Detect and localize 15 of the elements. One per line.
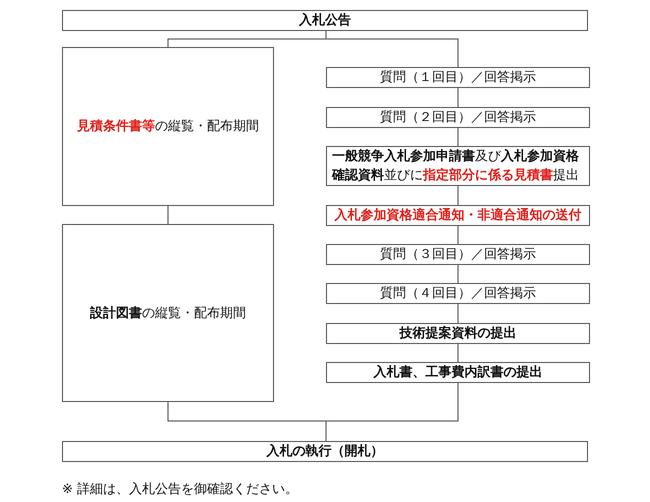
process-box: 質問（４回目）／回答掲示 (326, 283, 590, 304)
process-box: 入札参加資格適合通知・非適合通知の送付 (326, 205, 590, 226)
period-box: 設計図書の縦覧・配布期間 (62, 224, 274, 402)
period-box: 見積条件書等の縦覧・配布期間 (62, 47, 274, 206)
process-box: 入札の執行（開札） (62, 441, 588, 462)
connector-line (326, 30, 458, 68)
connector-line (326, 382, 458, 442)
process-box: 質問（３回目）／回答掲示 (326, 244, 590, 265)
process-box: 入札書、工事費内訳書の提出 (326, 362, 590, 383)
process-box: 入札公告 (62, 10, 588, 31)
process-box: 一般競争入札参加申請書及び入札参加資格確認資料並びに指定部分に係る見積書提出 (326, 146, 590, 186)
process-box: 質問（２回目）／回答掲示 (326, 107, 590, 128)
process-box: 質問（１回目）／回答掲示 (326, 67, 590, 88)
footnote: ※ 詳細は、入札公告を御確認ください。 (62, 481, 298, 498)
process-box: 技術提案資料の提出 (326, 323, 590, 344)
